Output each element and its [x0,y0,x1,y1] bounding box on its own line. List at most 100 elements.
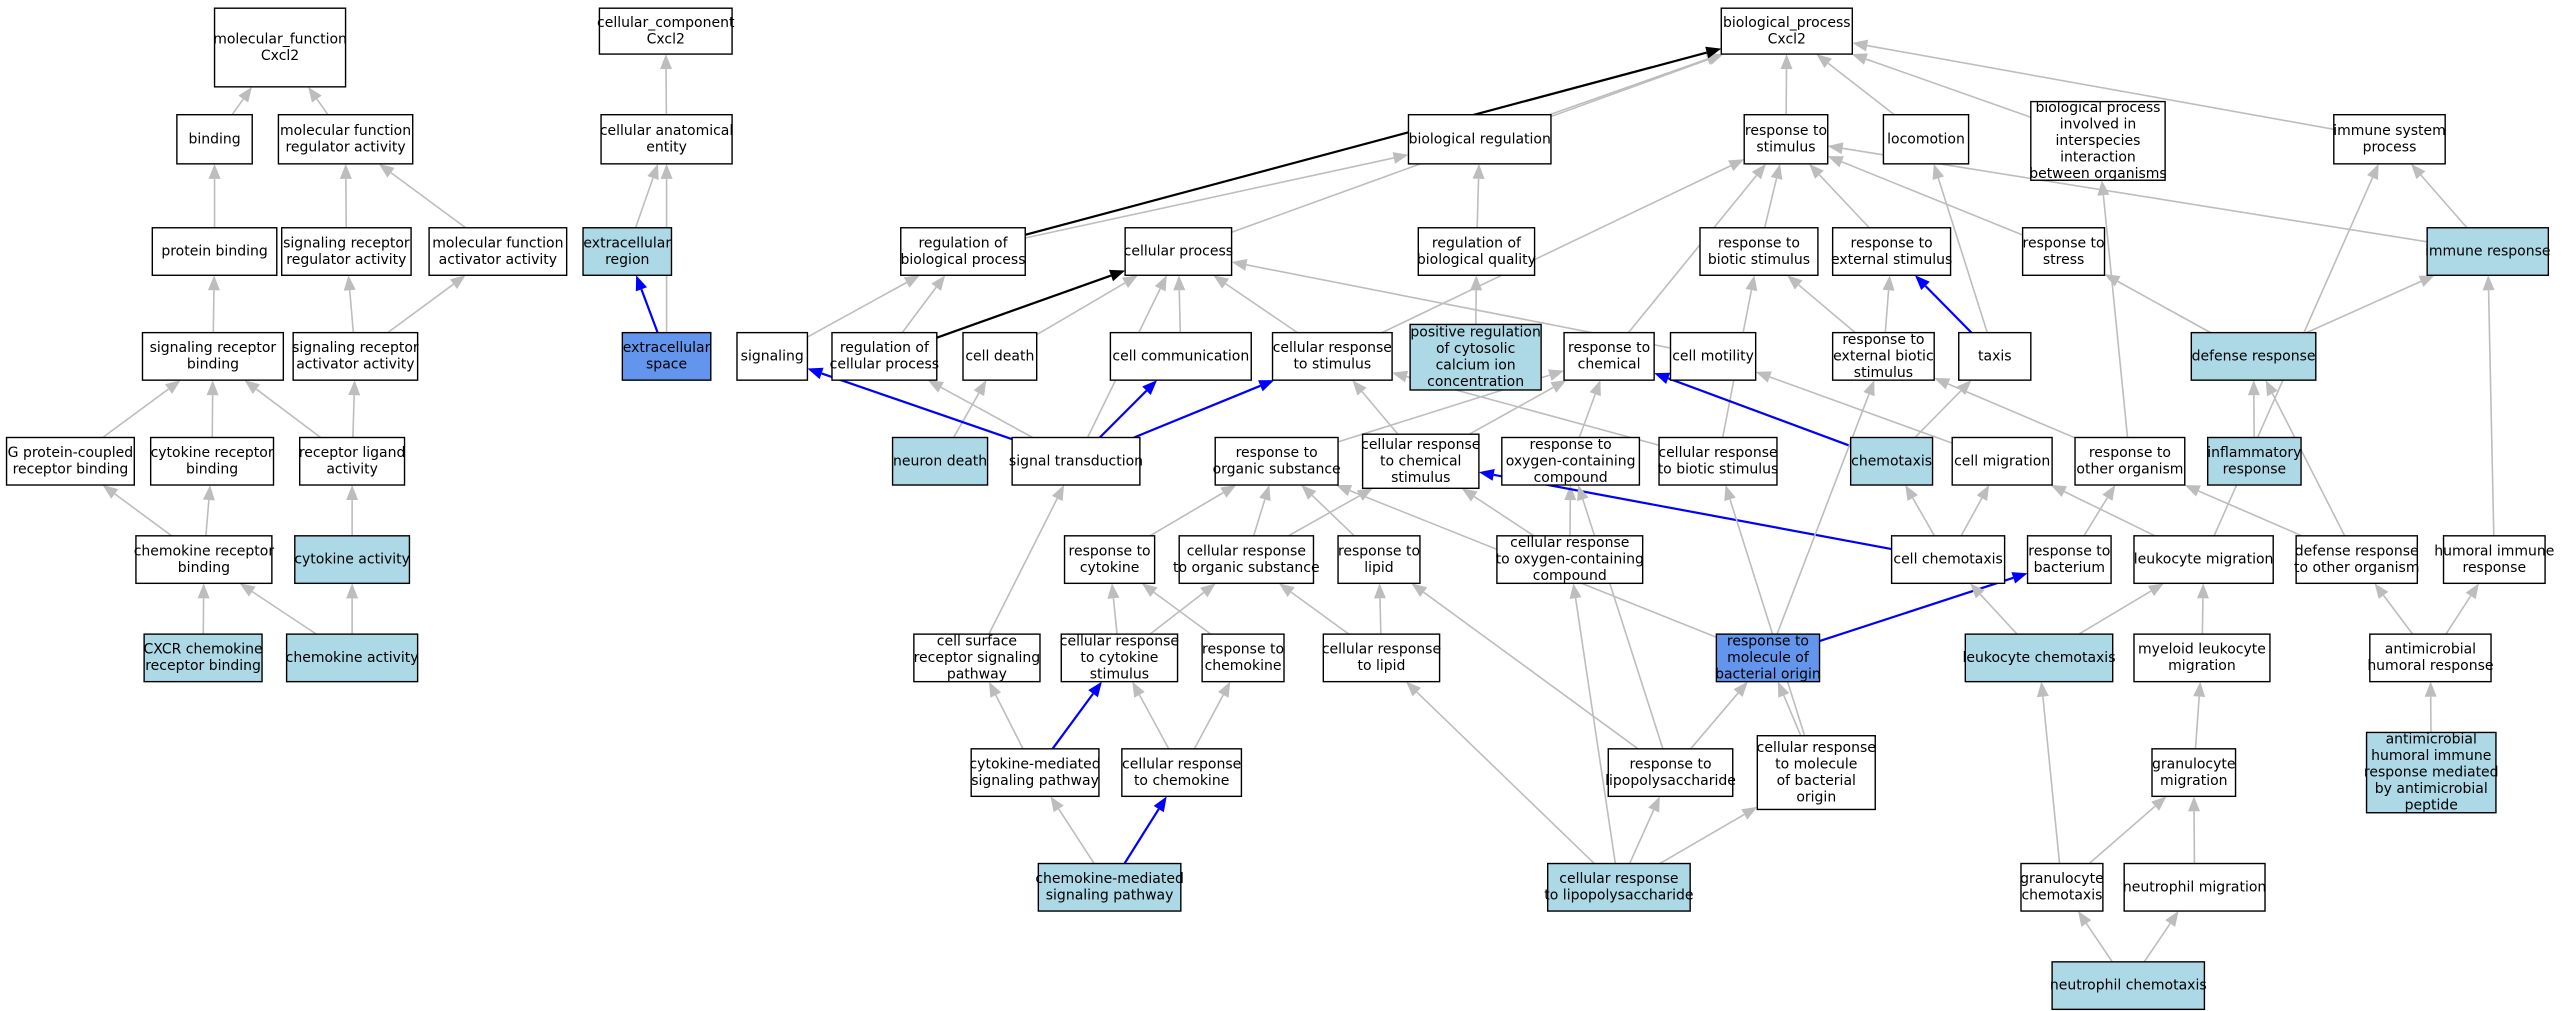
go-term-node-cellmig[interactable]: cell migration [1951,436,2053,486]
node-label-line: humoral response [2367,658,2493,674]
node-label-line: receptor binding [13,462,129,478]
edge-line [1841,161,2023,236]
edge-rtchem-to-rts [1627,163,1766,334]
node-box [1743,114,1829,165]
node-label-line: cellular response [1658,445,1777,461]
node-label-line: lipopolysaccharide [1605,773,1736,789]
go-term-node-loco[interactable]: locomotion [1882,114,1970,165]
edge-arrowhead [1142,380,1158,395]
node-label-line: cytokine-mediated [969,756,1100,772]
go-term-node-neutmig[interactable]: neutrophil migration [2123,862,2266,912]
node-box [831,331,938,381]
edge-line [205,499,210,536]
go-term-node-neurondeath[interactable]: neuron death [891,436,989,486]
go-term-node-neutchemo[interactable]: neutrophil chemotaxis [2050,961,2207,1011]
go-term-node-protbind[interactable]: protein binding [151,227,278,276]
go-term-node-sigtrans[interactable]: signal transduction [1009,436,1143,486]
node-label-line: defense response [2295,543,2419,559]
go-term-node-leukchemo[interactable]: leukocyte chemotaxis [1962,633,2116,683]
go-term-node-signaling[interactable]: signaling [736,331,809,381]
go-term-node-chemotaxis[interactable]: chemotaxis [1849,436,1934,486]
go-term-node-cellcomm[interactable]: cell communication [1109,331,1252,381]
go-term-node-cellchemo[interactable]: cell chemotaxis [1890,535,2006,585]
go-term-node-cytact[interactable]: cytokine activity [294,535,411,585]
node-label-line: G protein-coupled [8,445,134,461]
go-term-node-leukmig[interactable]: leukocyte migration [2133,535,2274,585]
go-term-node-taxis[interactable]: taxis [1958,331,2032,381]
go-term-node-cellproc[interactable]: cellular process [1124,227,1233,276]
go-term-node-chemact[interactable]: chemokine activity [286,633,419,683]
go-term-node-bioreg[interactable]: biological regulation [1407,114,1552,165]
edge-myeloid-to-leukmig [2196,583,2209,635]
go-term-node-cellmot[interactable]: cell motility [1669,331,1757,381]
edge-arrowhead [1107,583,1120,599]
node-label-line: cellular anatomical [600,123,733,139]
go-term-node-binding[interactable]: binding [176,114,253,165]
go-term-node-immresp[interactable]: immune response [2425,227,2551,276]
edge-rtlps-to-rtmbo [1690,681,1748,750]
go-term-node-defresp[interactable]: defense response [2190,331,2317,381]
edge-arrowhead [1724,485,1736,502]
node-box [5,436,135,486]
go-term-node-celldeath[interactable]: cell death [962,331,1038,381]
